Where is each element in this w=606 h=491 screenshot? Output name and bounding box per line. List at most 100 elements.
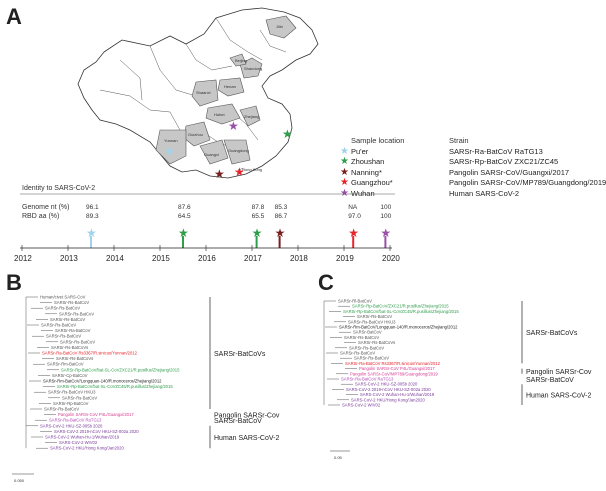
year-label: 2019 <box>336 254 354 263</box>
label-zhejiang: Zhejiang <box>244 114 259 119</box>
star-icon-puer: ★ <box>164 144 175 158</box>
tree-b: Human/civet SARS-CoVSARSr-Rs-BatCoVSARSr… <box>12 295 280 483</box>
province-labels: Beijing Shandong Henan Shaanxi Hubei Zhe… <box>164 24 283 172</box>
leaf-label: SARSr-Rp-BatCoV/bat-SL-CoVZXC21/R.pusill… <box>61 367 180 372</box>
genome-value: 87.6 <box>178 204 191 211</box>
legend-location: Pu'er <box>351 146 369 156</box>
label-guangxi: Guangxi <box>204 152 219 157</box>
genome-value: 96.1 <box>86 204 99 211</box>
year-label: 2017 <box>244 254 262 263</box>
legend-location: Zhoushan <box>351 157 385 166</box>
leaf-label: SARSr-Rs-BatCoV HKU3 <box>48 390 96 395</box>
timeline: Identity to SARS-CoV-2 Genome nt (%) RBD… <box>14 185 400 263</box>
leaf-label: SARSr-Rs-BatCoV <box>44 407 79 412</box>
genome-value: 87.8 <box>252 204 265 211</box>
leaf-label: SARSr-Rp-BatCoV <box>53 401 89 406</box>
legend-row: ★Nanning*Pangolin SARSr-CoV/Guangxi/2017 <box>340 166 606 179</box>
star-icon: ★ <box>340 166 349 178</box>
leaf-label: SARSr-Rs-BatCoV <box>41 323 76 328</box>
leaf-label: SARSr-Rs-BatCoV <box>46 334 81 339</box>
leaf-label: SARSr-Rp-BatCoV/ZXC21/R.pusillus/Zhejian… <box>352 304 449 309</box>
leaf-label: SARSr-Cp-BatCoV <box>52 373 88 378</box>
leaf-label: SARSr-Rs-BatCoV <box>60 339 95 344</box>
leaf-label: SARS-CoV-2 Wuhan-Hu-1/Wuhan/2019 <box>360 392 435 397</box>
leaf-label: SARS-CoV-2 Wuhan-Hu-1/Wuhan/2019 <box>45 435 120 440</box>
leaf-label: SARS-CoV-2 HKU/Hong Kong/Jan2020 <box>351 397 425 402</box>
leaf-label: SARSr-Ra-BatCoV Rs3367/R.sinicus/Yunnan/… <box>42 351 138 356</box>
leaf-label: SARSr-Rs-BatCoV <box>59 311 94 316</box>
panel-a-letter: A <box>6 4 22 29</box>
panel-b-letter: B <box>6 270 22 295</box>
leaf-label: SARSr-Rs-BatCoV <box>357 314 392 319</box>
leaf-label: SARSr-BatCoV <box>353 330 382 335</box>
legend-location: Guangzhou* <box>351 178 393 187</box>
legend-strain: Pangolin SARSr-CoV/MP789/Guangdong/2019 <box>449 178 606 187</box>
label-shandong: Shandong <box>244 66 262 71</box>
label-hubei: Hubei <box>214 112 225 117</box>
leaf-label: SARSr-Rs-BatCoV HKU3 <box>348 319 396 324</box>
label-guizhou: Guizhou <box>188 132 203 137</box>
leaf-label: SARSr-Rm-BatCoV <box>47 362 84 367</box>
clade-label: Human SARS-CoV-2 <box>526 393 591 400</box>
star-icon: ★ <box>380 226 391 240</box>
leaf-label: SARS-CoV-2 HKU-SZ-005b 2020 <box>355 382 418 387</box>
panel-c-letter: C <box>318 270 334 295</box>
year-label: 2018 <box>290 254 308 263</box>
leaf-label: SARSr-Ra-BatCoV <box>55 328 91 333</box>
leaf-label: SARSr-Rs-BatCoV <box>54 300 89 305</box>
star-icon: ★ <box>340 145 349 157</box>
legend-strain: Pangolin SARSr-CoV/Guangxi/2017 <box>449 167 570 177</box>
legend-strain: Human SARS-CoV-2 <box>449 188 520 198</box>
leaf-label: SARSr-Rs-BatCoV <box>45 306 80 311</box>
star-icon: ★ <box>86 226 97 240</box>
leaf-label: SARSr-Rp-BatCoV/bat-SL-CoVZC45/R.pusillu… <box>57 384 173 389</box>
leaf-label: SARS-CoV-2 WIV02 <box>342 403 381 408</box>
clade-label: Pangolin SARSr-Cov <box>214 413 280 420</box>
star-icon: ★ <box>178 226 189 240</box>
year-label: 2014 <box>106 254 124 263</box>
rbd-value: 65.5 <box>252 213 265 220</box>
leaf-label: SARS-CoV-2 WIV02 <box>59 440 98 445</box>
leaf-label: SARSr-Rs-BatCoV <box>344 335 379 340</box>
rbd-value: 86.7 <box>275 213 288 220</box>
rbd-value: 100 <box>380 213 391 220</box>
clade-label: SARSr-BatCoVs <box>526 330 578 337</box>
legend-row: ★Guangzhou* Pangolin SARSr-CoV/MP789/Guan… <box>340 178 606 189</box>
leaf-label: SARSr-Rs-BatCoV <box>340 351 375 356</box>
label-hong-kong: Hong Kong <box>242 167 262 172</box>
leaf-label: SARSr-Rs-BatCoVs <box>358 340 395 345</box>
legend-header-strain: Strain <box>449 136 469 145</box>
leaf-label: SARSr-Rs-BatCoV <box>50 317 85 322</box>
label-henan: Henan <box>224 84 236 89</box>
star-icon: ★ <box>348 226 359 240</box>
leaf-label: SARSr-Rs-BatCoVs <box>51 345 88 350</box>
leaf-label: SARS-CoV-2 HKU/Hong Kong/Jan2020 <box>50 446 124 451</box>
leaf-label: SARSr-Ra-BatCoV RaTG13 <box>49 418 102 423</box>
rbd-value: 89.3 <box>86 213 99 220</box>
tree-b-scale-label: 0.050 <box>14 478 25 483</box>
label-yunnan: Yunnan <box>164 138 178 143</box>
tree-c-scale-label: 0.05 <box>334 455 343 460</box>
genome-value: NA <box>348 204 358 211</box>
leaf-label: SARSr-Rp-BatCoV/bat-SL-CoVZC45/R.pusillu… <box>343 309 459 314</box>
leaf-label: Pangolin SARSr-CoV P4L/Guangxi/2017 <box>359 366 435 371</box>
year-label: 2016 <box>198 254 216 263</box>
leaf-label: SARSr-Rs-BatCoV <box>62 395 97 400</box>
year-label: 2015 <box>152 254 170 263</box>
star-icon: ★ <box>340 187 349 199</box>
label-jilin: Jilin <box>276 24 283 29</box>
leaf-label: SARS-CoV-2 2019-nCoV HKU-SZ-002a 2020 <box>346 387 431 392</box>
label-shaanxi: Shaanxi <box>196 90 211 95</box>
clade-label: SARSr-BatCoV <box>214 418 262 425</box>
leaf-label: SARSr-Rs-BatCoV <box>349 345 384 350</box>
star-icon: ★ <box>340 177 349 189</box>
year-label: 2013 <box>60 254 78 263</box>
star-icon: ★ <box>275 226 286 240</box>
year-label: 2012 <box>14 254 32 263</box>
leaf-label: SARS-CoV-2 2019-nCoV HKU-SZ-002a 2020 <box>54 429 139 434</box>
leaf-label: SARSr-Ra-BatCoV RaTG13 <box>341 377 394 382</box>
identity-title: Identity to SARS-CoV-2 <box>22 185 95 192</box>
